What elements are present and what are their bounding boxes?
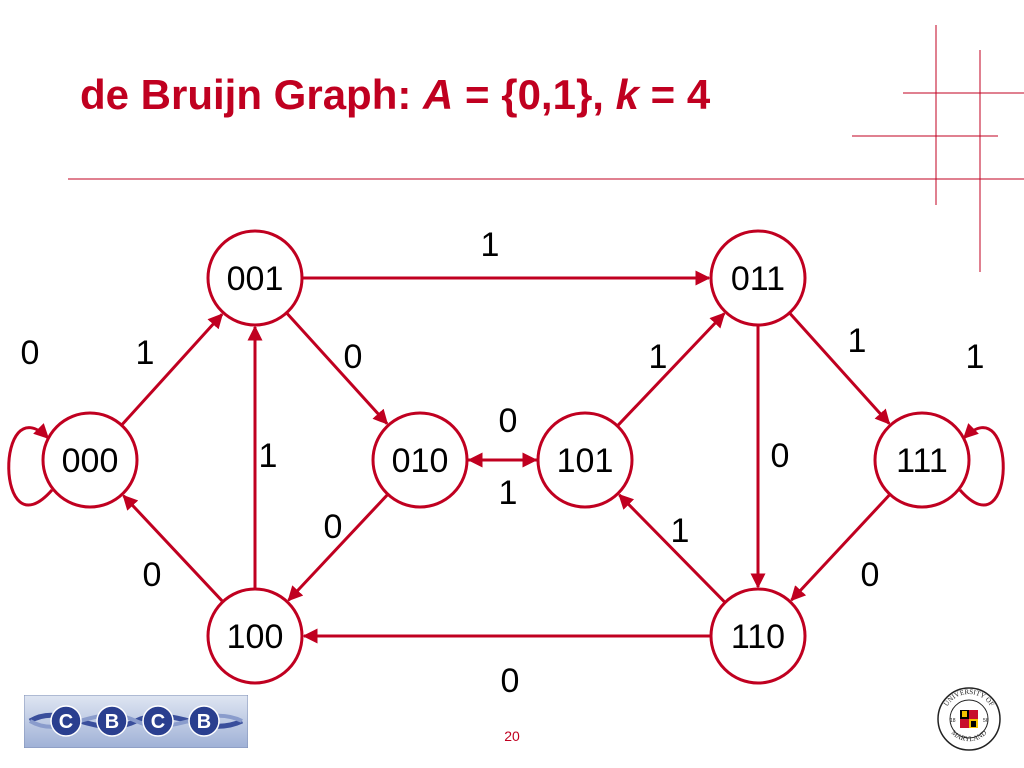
cbcb-letter: B: [105, 711, 119, 733]
edge-label-010-100: 0: [324, 508, 343, 546]
node-circle-100: [206, 587, 304, 685]
node-label-110: 110: [731, 618, 785, 656]
cbcb-letter-bubble: [96, 705, 128, 737]
umd-seal: UNIVERSITY OF MARYLAND 18 56: [937, 687, 1001, 751]
cbcb-letter: B: [197, 711, 211, 733]
edge-label-001-010: 0: [344, 338, 363, 376]
edge-arrow-101-011: [616, 312, 726, 427]
edges-layer: [7, 270, 1005, 644]
node-circle-110: [709, 587, 807, 685]
node-circle-111: [873, 411, 971, 509]
title-alphabet-symbol: A: [423, 71, 454, 118]
node-circle-001: [206, 229, 304, 327]
edge-arrow-111-111: [958, 423, 1005, 507]
umd-shield-icon: [960, 710, 978, 728]
node-110: 110: [709, 587, 807, 685]
edge-label-101-011: 1: [649, 338, 668, 376]
cbcb-letter-bubble: [50, 705, 82, 737]
node-label-100: 100: [227, 618, 284, 656]
node-circle-010: [371, 411, 469, 509]
edge-arrow-000-000: [7, 423, 54, 507]
edge-label-100-001: 1: [259, 437, 278, 475]
node-001: 001: [206, 229, 304, 327]
umd-seal-year-left: 18: [950, 718, 956, 724]
edge-label-111-111: 1: [966, 338, 985, 376]
cbcb-letter: C: [59, 711, 73, 733]
edge-arrow-110-101: [618, 493, 727, 604]
edge-arrow-001-010: [285, 311, 389, 425]
node-101: 101: [536, 411, 634, 509]
page-number: 20: [504, 728, 520, 744]
umd-seal-year-right: 56: [983, 718, 989, 724]
edge-arrow-010-100: [287, 493, 389, 602]
title-k-value: = 4: [639, 71, 711, 118]
cbcb-letter-bubble: [142, 705, 174, 737]
page-title: de Bruijn Graph: A = {0,1}, k = 4: [80, 74, 710, 116]
edge-label-110-101: 1: [671, 512, 690, 550]
node-label-001: 001: [227, 260, 284, 298]
title-prefix: de Bruijn Graph:: [80, 71, 424, 118]
edge-arrow-111-110: [790, 493, 892, 602]
edge-label-101-010: 0: [499, 402, 518, 440]
edge-arrow-100-000: [122, 494, 224, 603]
node-011: 011: [709, 229, 807, 327]
node-label-000: 000: [62, 442, 119, 480]
node-010: 010: [371, 411, 469, 509]
node-label-010: 010: [392, 442, 449, 480]
edge-label-011-110: 0: [771, 437, 790, 475]
title-alphabet-set: = {0,1},: [453, 71, 616, 118]
edge-label-000-001: 1: [136, 334, 155, 372]
node-circle-101: [536, 411, 634, 509]
edge-label-110-100: 0: [501, 662, 520, 700]
node-label-111: 111: [896, 442, 948, 480]
title-k-symbol: k: [615, 71, 639, 118]
edge-label-011-111: 1: [848, 322, 867, 360]
node-100: 100: [206, 587, 304, 685]
edge-label-000-000: 0: [21, 334, 40, 372]
node-circle-011: [709, 229, 807, 327]
edge-label-001-011: 1: [481, 226, 500, 264]
node-circle-000: [41, 411, 139, 509]
node-label-101: 101: [557, 442, 614, 480]
edge-arrow-000-001: [120, 313, 224, 427]
cbcb-letter-bubble: [188, 705, 220, 737]
cbcb-letter: C: [151, 711, 165, 733]
edge-label-100-000: 0: [143, 556, 162, 594]
edge-arrow-011-111: [788, 311, 891, 425]
node-111: 111: [873, 411, 971, 509]
node-label-011: 011: [731, 260, 785, 298]
edge-label-111-110: 0: [861, 556, 880, 594]
node-000: 000: [41, 411, 139, 509]
edge-label-010-101: 1: [499, 474, 518, 512]
